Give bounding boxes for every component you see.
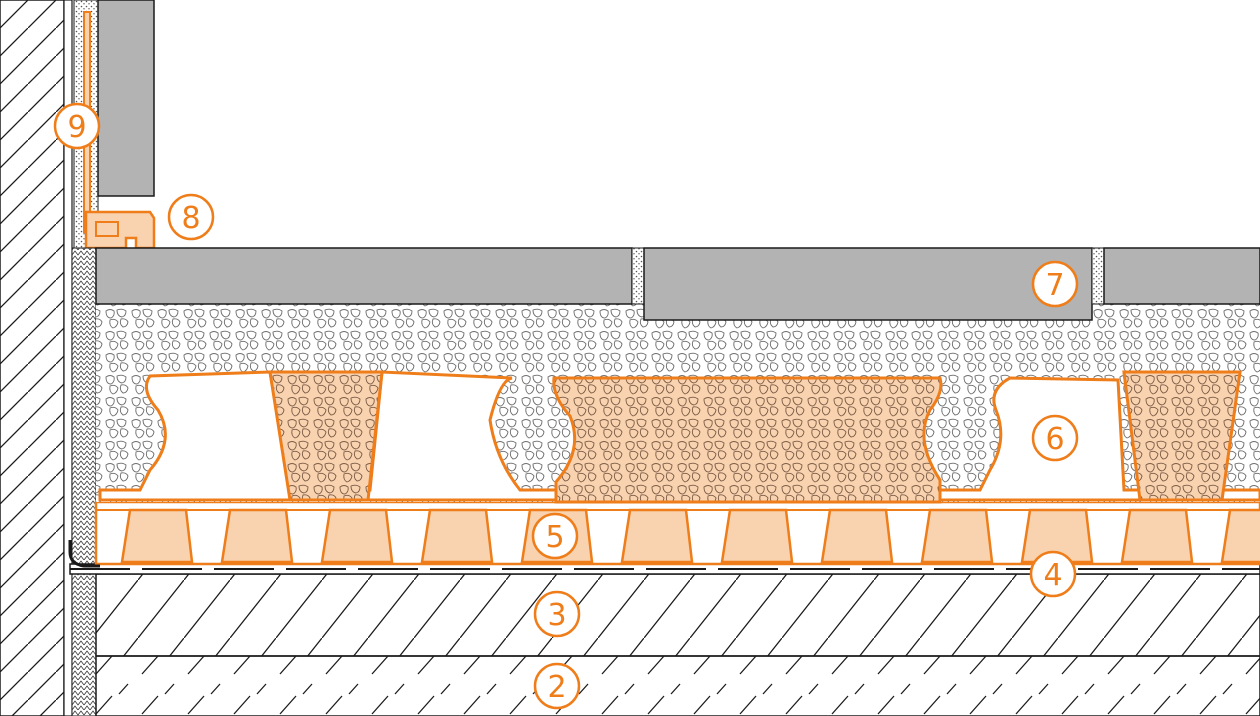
membrane-corner — [68, 540, 100, 568]
marker-label: 8 — [181, 201, 200, 236]
marker-label: 3 — [547, 598, 566, 633]
marker-5: 5 — [531, 512, 579, 560]
floor-grout-joint — [631, 247, 645, 305]
marker-label: 7 — [1045, 268, 1064, 303]
mat-support — [620, 508, 694, 564]
mat-cup-filled — [552, 376, 943, 504]
marker-label: 5 — [545, 520, 564, 555]
floor-grout-joint — [1091, 247, 1105, 305]
mat-cup-filled — [1122, 370, 1242, 502]
mat-support — [720, 508, 794, 564]
marker-circle — [531, 512, 579, 560]
edge-insulation-strip — [71, 247, 97, 716]
marker-3: 3 — [533, 590, 581, 638]
mat-support — [320, 508, 394, 564]
marker-6: 6 — [1031, 414, 1079, 462]
mat-support — [220, 508, 294, 564]
number-markers: 2 3 4 5 6 7 8 9 — [53, 102, 1079, 710]
wall-tile — [97, 0, 155, 197]
mat-support — [420, 508, 494, 564]
floor-tiles — [95, 247, 1260, 321]
marker-label: 2 — [547, 670, 566, 705]
marker-circle — [167, 193, 215, 241]
marker-label: 6 — [1045, 422, 1064, 457]
marker-label: 9 — [67, 110, 86, 145]
marker-2: 2 — [533, 662, 581, 710]
concrete-base — [95, 655, 1260, 716]
marker-circle — [533, 590, 581, 638]
marker-8: 8 — [167, 193, 215, 241]
marker-circle — [53, 102, 101, 150]
mat-cup-filled — [268, 370, 384, 502]
marker-circle — [1029, 550, 1077, 598]
marker-9: 9 — [53, 102, 101, 150]
marker-label: 4 — [1043, 558, 1062, 593]
wall — [0, 0, 65, 716]
floor-tile — [95, 247, 633, 305]
marker-circle — [1031, 260, 1079, 308]
screed — [95, 573, 1260, 657]
mat-support — [1120, 508, 1194, 564]
marker-circle — [1031, 414, 1079, 462]
marker-circle — [533, 662, 581, 710]
mat-support — [820, 508, 894, 564]
mat-cups-filled — [268, 370, 1242, 504]
floor-tile — [1103, 247, 1260, 305]
mat-support — [120, 508, 194, 564]
drainage-mat — [94, 500, 1260, 566]
floor-tile — [643, 247, 1093, 321]
marker-7: 7 — [1031, 260, 1079, 308]
mat-support — [1220, 508, 1260, 564]
mat-support — [920, 508, 994, 564]
edge-profile-lip — [95, 221, 119, 237]
marker-4: 4 — [1029, 550, 1077, 598]
